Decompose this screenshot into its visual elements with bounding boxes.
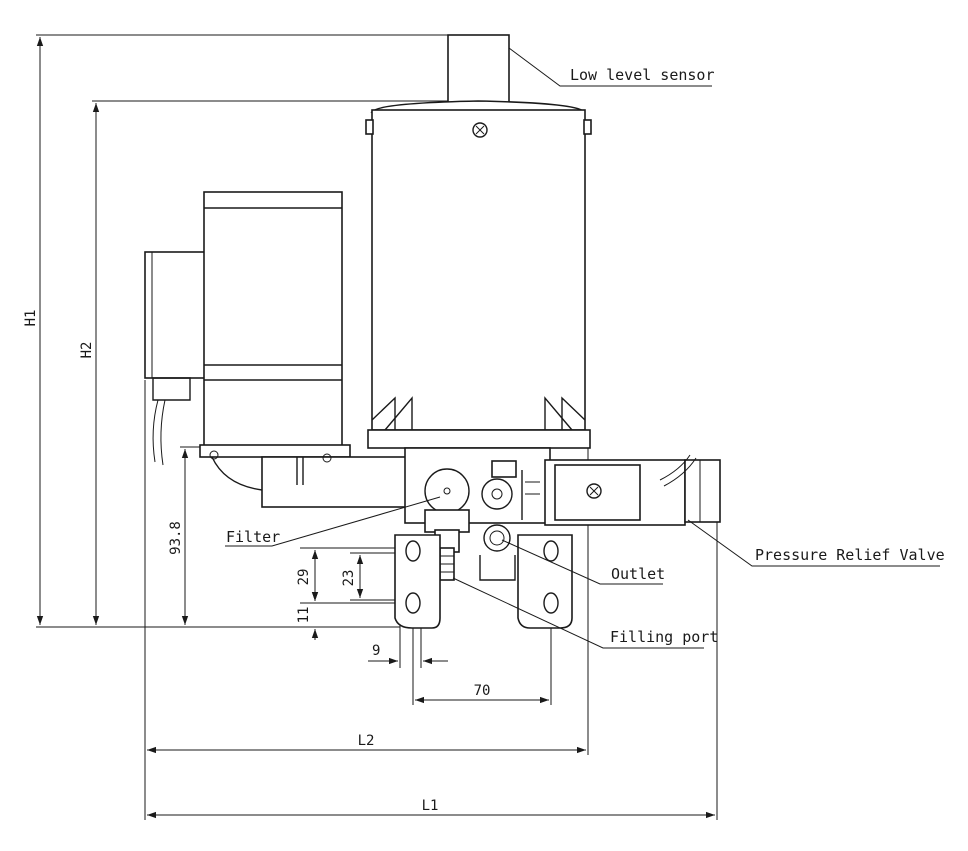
dimension-70: 70 [474,683,491,699]
reservoir [365,34,592,449]
dimension-lines [36,37,715,819]
dimension-l1: L1 [422,798,439,814]
dimension-23: 23 [341,570,357,587]
dimension-9: 9 [372,643,380,659]
low-level-sensor-label: Low level sensor [570,66,715,84]
dimension-h2: H2 [79,342,95,359]
dimension-h1: H1 [23,310,39,327]
filling-port-label: Filling port [610,628,718,646]
dimension-l2: L2 [358,733,375,749]
pressure-relief-valve-label: Pressure Relief Valve [755,546,945,564]
dimension-11: 11 [296,607,312,624]
dimension-93-8: 93.8 [168,521,184,555]
motor [144,191,413,508]
base-plate [394,534,573,629]
filter-label: Filter [226,528,280,546]
dimension-29: 29 [296,569,312,586]
outlet-label: Outlet [611,565,665,583]
leader-lines [225,47,940,649]
pressure-relief-valve [544,454,721,526]
